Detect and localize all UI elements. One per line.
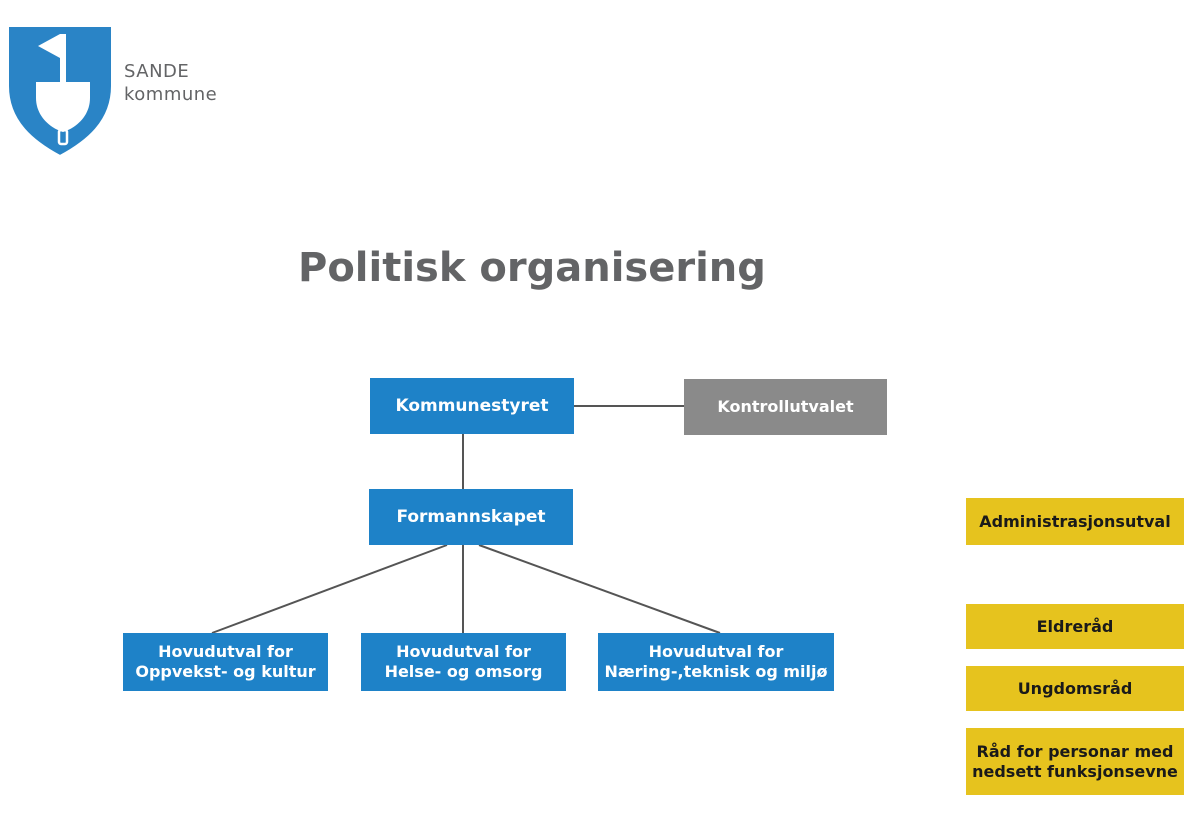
side-box-administrasjonsutval: Administrasjonsutval [966, 498, 1184, 545]
node-formannskapet: Formannskapet [369, 489, 573, 545]
page-title: Politisk organisering [298, 245, 766, 291]
node-formannskapet-label: Formannskapet [396, 507, 546, 527]
side-box-rad-personar: Råd for personar med nedsett funksjonsev… [966, 728, 1184, 795]
node-naering-line-1: Hovudutval for [648, 642, 784, 661]
connector-formannskapet-naering [478, 544, 721, 634]
node-helse-line-2: Helse- og omsorg [384, 662, 543, 681]
connector-formannskapet-oppvekst [211, 544, 448, 634]
node-oppvekst-line-2: Oppvekst- og kultur [135, 662, 316, 681]
side-box-eldrerad-label: Eldreråd [1036, 616, 1114, 636]
side-box-eldrerad: Eldreråd [966, 604, 1184, 649]
node-kontrollutvalet: Kontrollutvalet [684, 379, 887, 435]
shield-spade-icon [7, 25, 113, 158]
brand-line-1: SANDE [124, 61, 190, 82]
node-kommunestyret-label: Kommunestyret [395, 396, 549, 416]
node-kontrollutvalet-label: Kontrollutvalet [717, 397, 854, 416]
node-naering-line-2: Næring-,teknisk og miljø [604, 662, 828, 681]
node-helse-line-1: Hovudutval for [396, 642, 531, 661]
side-box-rad-personar-line-1: Råd for personar med [976, 741, 1174, 761]
node-hovudutval-naering: Hovudutval for Næring-,teknisk og miljø [598, 633, 834, 691]
node-oppvekst-line-1: Hovudutval for [158, 642, 293, 661]
brand-name: SANDE kommune [124, 60, 217, 106]
side-box-rad-personar-line-2: nedsett funksjonsevne [972, 761, 1178, 781]
side-box-ungdomsrad: Ungdomsråd [966, 666, 1184, 711]
brand-line-2: kommune [124, 84, 218, 105]
node-hovudutval-helse: Hovudutval for Helse- og omsorg [361, 633, 566, 691]
node-kommunestyret: Kommunestyret [370, 378, 574, 434]
side-box-ungdomsrad-label: Ungdomsråd [1017, 678, 1133, 698]
side-box-administrasjonsutval-label: Administrasjonsutval [979, 511, 1171, 531]
node-hovudutval-oppvekst: Hovudutval for Oppvekst- og kultur [123, 633, 328, 691]
